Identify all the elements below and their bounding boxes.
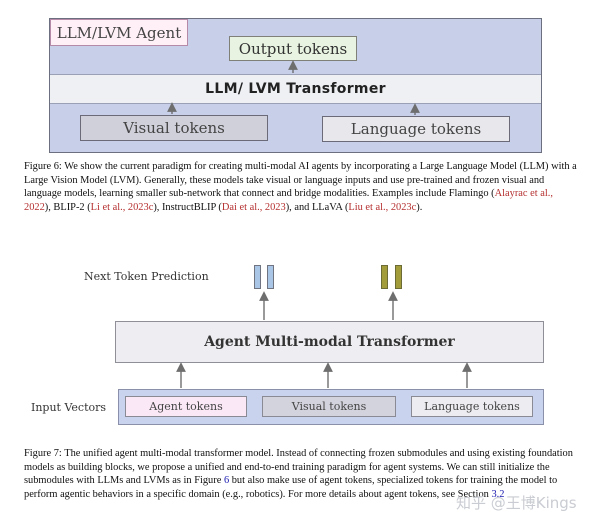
input-vectors-label: Input Vectors: [31, 401, 107, 414]
agent-tokens-box: Agent tokens: [125, 396, 247, 417]
section-reference-link[interactable]: 3.2: [491, 488, 505, 500]
visual-tokens-box-fig7: Visual tokens: [262, 396, 396, 417]
language-tokens-box: Language tokens: [322, 116, 510, 142]
visual-tokens-box: Visual tokens: [80, 115, 268, 141]
citation-link[interactable]: 2023c: [390, 201, 417, 213]
figure6-caption: Figure 6: We show the current paradigm f…: [24, 161, 577, 213]
output-token-blue: [267, 265, 274, 289]
output-token-olive: [381, 265, 388, 289]
figure7-caption: Figure 7: The unified agent multi-modal …: [24, 448, 573, 500]
output-token-olive: [395, 265, 402, 289]
citation-link[interactable]: Dai et al.,: [221, 201, 263, 213]
next-token-prediction-label: Next Token Prediction: [84, 270, 209, 283]
citation-link[interactable]: Li et al.,: [90, 201, 126, 213]
output-tokens-box: Output tokens: [229, 36, 357, 61]
citation-link[interactable]: 2023: [264, 201, 286, 213]
figure-reference-link[interactable]: 6: [223, 475, 230, 487]
agent-label: LLM/LVM Agent: [50, 19, 188, 46]
citation-link[interactable]: Liu et al.,: [348, 201, 389, 213]
citation-link[interactable]: 2022: [24, 201, 45, 213]
output-token-blue: [254, 265, 261, 289]
language-tokens-box-fig7: Language tokens: [411, 396, 533, 417]
citation-link[interactable]: 2023c: [127, 201, 154, 213]
llm-lvm-transformer-box: LLM/ LVM Transformer: [50, 74, 541, 104]
watermark: 知乎 @王博Kings: [456, 494, 577, 512]
citation-link[interactable]: Alayrac et al.,: [494, 188, 553, 200]
agent-multimodal-transformer-box: Agent Multi-modal Transformer: [115, 321, 544, 363]
